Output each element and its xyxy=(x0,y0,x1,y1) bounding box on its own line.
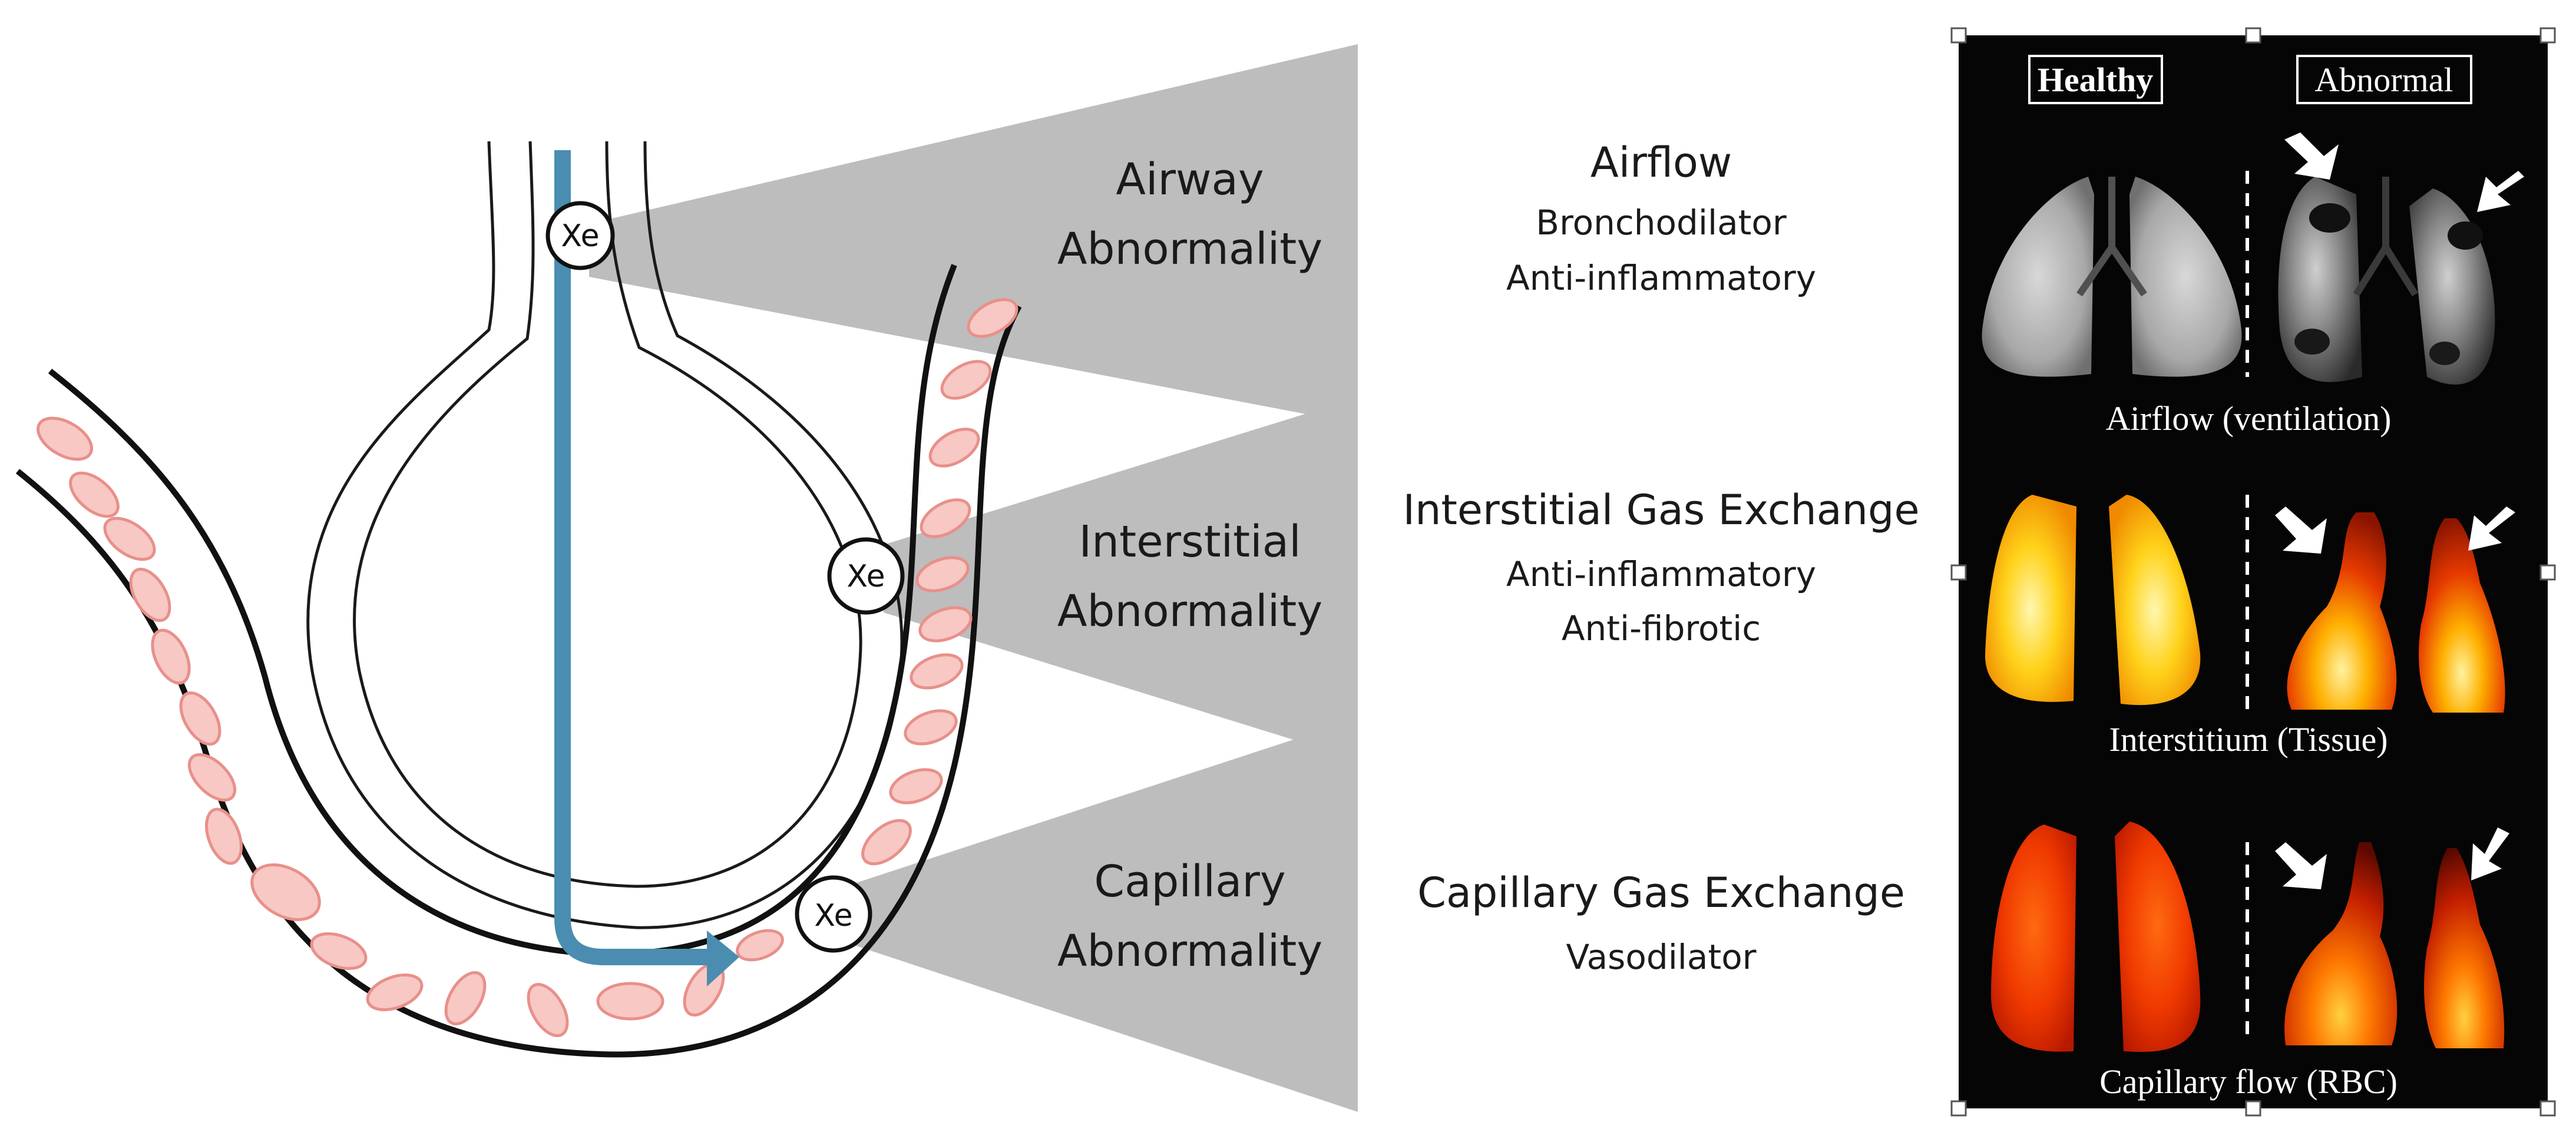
airway-abnormality-label-line2: Abnormality xyxy=(1057,224,1322,274)
selection-handles[interactable] xyxy=(1950,27,2556,1117)
capillary-abnormality-label-line2: Abnormality xyxy=(1057,926,1322,976)
capillary-heading: Capillary Gas Exchange xyxy=(1417,869,1905,917)
ventilation-arrow-2 xyxy=(2477,171,2524,212)
resize-handle-middle-left[interactable] xyxy=(1950,564,1967,581)
healthy-header: Healthy xyxy=(2028,55,2163,104)
resize-handle-top-center[interactable] xyxy=(2245,27,2261,44)
resize-handle-top-left[interactable] xyxy=(1950,27,1967,44)
xe-marker-interstitial: Xe xyxy=(827,537,905,615)
ventilation-healthy-image xyxy=(1982,177,2242,377)
resize-handle-top-right[interactable] xyxy=(2539,27,2556,44)
capillary-treatment-1: Vasodilator xyxy=(1566,937,1756,977)
airflow-heading: Airflow xyxy=(1590,138,1732,187)
capillary-wedge xyxy=(836,719,1358,1112)
tissue-healthy-image xyxy=(1985,495,2201,706)
interstitial-abnormality-label-line1: Interstitial xyxy=(1079,516,1301,567)
xe-label: Xe xyxy=(814,898,852,933)
airway-abnormality-label-line1: Airway xyxy=(1116,154,1264,205)
rbc-arrow-2 xyxy=(2471,827,2509,880)
svg-text:Abnormal: Abnormal xyxy=(2314,61,2453,99)
resize-handle-middle-right[interactable] xyxy=(2539,564,2556,581)
xenon-flow-arrow xyxy=(554,150,739,986)
xe-label: Xe xyxy=(846,559,885,594)
airway-wedge xyxy=(589,44,1358,424)
tissue-arrow-2 xyxy=(2468,506,2515,551)
rbc-healthy-image xyxy=(1991,822,2201,1052)
tissue-abnormal-image xyxy=(2287,512,2505,713)
resize-handle-bottom-left[interactable] xyxy=(1950,1100,1967,1117)
interstitial-treatment-1: Anti-inflammatory xyxy=(1506,554,1816,594)
interstitial-wedge xyxy=(884,398,1358,760)
rbc-arrow-1 xyxy=(2275,842,2327,889)
ventilation-abnormal-image xyxy=(2278,177,2495,385)
svg-text:Healthy: Healthy xyxy=(2038,61,2154,99)
red-blood-cells xyxy=(36,298,1019,1038)
airway-alveolus xyxy=(306,141,904,929)
tissue-caption: Interstitium (Tissue) xyxy=(2109,720,2387,759)
interstitial-abnormality-label-line2: Abnormality xyxy=(1057,586,1322,637)
ventilation-arrow-1 xyxy=(2284,133,2339,180)
rbc-caption: Capillary flow (RBC) xyxy=(2099,1062,2398,1101)
ventilation-caption: Airflow (ventilation) xyxy=(2106,399,2392,438)
abnormal-header: Abnormal xyxy=(2296,55,2472,104)
airflow-treatment-1: Bronchodilator xyxy=(1536,203,1787,243)
resize-handle-bottom-center[interactable] xyxy=(2245,1100,2261,1117)
tissue-arrow-1 xyxy=(2275,506,2327,554)
interstitial-heading: Interstitial Gas Exchange xyxy=(1403,486,1919,534)
airflow-treatment-2: Anti-inflammatory xyxy=(1506,258,1816,298)
mri-image-panel: Healthy Abnormal Airflow (ventilation) xyxy=(1959,35,2548,1108)
capillary-abnormality-label-line1: Capillary xyxy=(1094,856,1285,907)
rbc-abnormal-image xyxy=(2284,842,2505,1048)
xe-label: Xe xyxy=(561,218,599,254)
xe-marker-capillary: Xe xyxy=(795,875,872,953)
interstitial-treatment-2: Anti-fibrotic xyxy=(1562,608,1761,648)
resize-handle-bottom-right[interactable] xyxy=(2539,1100,2556,1117)
xe-marker-airway: Xe xyxy=(545,201,615,270)
